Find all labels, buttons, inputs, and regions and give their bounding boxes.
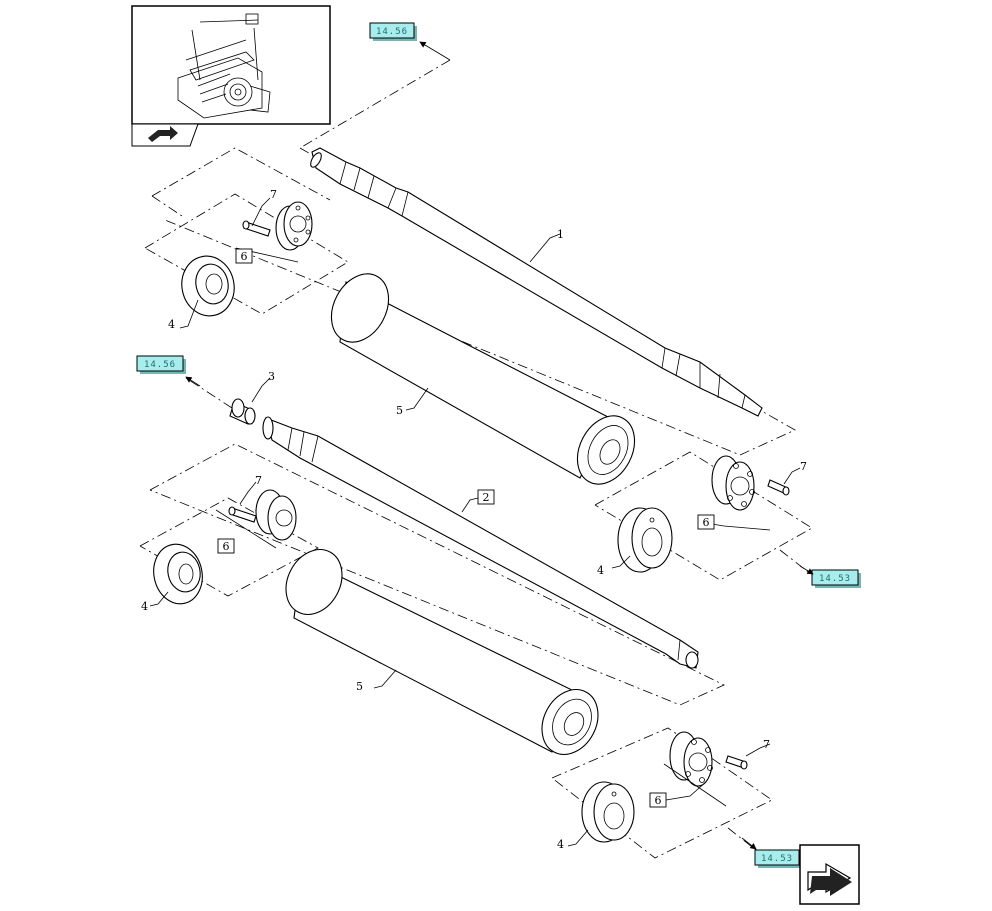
svg-text:5: 5 xyxy=(356,680,363,693)
callout-part-2[interactable]: 2 xyxy=(477,489,495,505)
locking-assembly-lower-left[interactable] xyxy=(255,489,297,541)
machine-overview-icon xyxy=(177,13,271,119)
flange-ring-right-mid[interactable] xyxy=(617,507,673,573)
flange-ring-lower-right[interactable] xyxy=(581,781,635,843)
svg-text:14.56: 14.56 xyxy=(144,360,176,370)
next-page-arrow-icon xyxy=(807,862,852,896)
ref-label-bottom-right[interactable]: 14.53 xyxy=(754,849,802,868)
ref-label-top[interactable]: 14.56 xyxy=(369,22,417,41)
callout-part-1[interactable]: 1 xyxy=(557,228,564,241)
svg-text:14.53: 14.53 xyxy=(761,854,793,864)
svg-text:7: 7 xyxy=(270,188,277,201)
shaft-lower[interactable] xyxy=(262,416,699,669)
ref-label-left[interactable]: 14.56 xyxy=(136,355,186,374)
callout-part-3[interactable]: 3 xyxy=(268,370,275,383)
callout-part-5-upper[interactable]: 5 xyxy=(396,404,403,417)
callout-part-6-upper-left[interactable]: 6 xyxy=(235,248,253,264)
callout-part-4-lower-left[interactable]: 4 xyxy=(141,600,148,613)
locking-assembly-upper-left[interactable] xyxy=(275,201,313,251)
svg-text:5: 5 xyxy=(396,404,403,417)
svg-text:3: 3 xyxy=(268,370,275,383)
svg-text:6: 6 xyxy=(241,250,248,263)
svg-text:4: 4 xyxy=(597,564,604,577)
callout-part-7-upper-left[interactable]: 7 xyxy=(270,188,277,201)
svg-text:4: 4 xyxy=(168,318,175,331)
svg-text:2: 2 xyxy=(483,491,490,504)
svg-text:6: 6 xyxy=(655,794,662,807)
shaft-upper[interactable] xyxy=(309,147,763,417)
callout-leaders xyxy=(149,197,801,847)
previous-page-arrow-icon[interactable] xyxy=(148,126,178,142)
svg-text:14.53: 14.53 xyxy=(819,574,851,584)
roller-sleeve-upper[interactable] xyxy=(320,264,646,494)
callout-part-4-upper-left[interactable]: 4 xyxy=(168,318,175,331)
callout-part-5-lower[interactable]: 5 xyxy=(356,680,363,693)
callout-part-7-right-mid[interactable]: 7 xyxy=(800,460,807,473)
callout-part-7-lower-left[interactable]: 7 xyxy=(255,474,262,487)
screw-lower-left[interactable] xyxy=(228,506,257,523)
callout-part-4-right-mid[interactable]: 4 xyxy=(597,564,604,577)
svg-text:4: 4 xyxy=(141,600,148,613)
svg-text:1: 1 xyxy=(557,228,564,241)
screw-right-mid[interactable] xyxy=(767,479,790,496)
flange-ring-lower-left[interactable] xyxy=(148,540,207,609)
svg-text:6: 6 xyxy=(703,516,710,529)
bushing[interactable] xyxy=(229,398,256,425)
next-page-button[interactable] xyxy=(799,844,860,905)
dashed-boundaries xyxy=(139,41,814,859)
flange-ring-upper-left[interactable] xyxy=(176,251,239,321)
svg-text:6: 6 xyxy=(223,540,230,553)
callout-part-6-lower-left[interactable]: 6 xyxy=(217,538,235,554)
ref-label-right-mid[interactable]: 14.53 xyxy=(811,569,861,588)
svg-text:4: 4 xyxy=(557,838,564,851)
callout-part-7-lower-right[interactable]: 7 xyxy=(763,738,770,751)
svg-text:7: 7 xyxy=(763,738,770,751)
svg-text:7: 7 xyxy=(800,460,807,473)
callout-part-6-right-mid[interactable]: 6 xyxy=(697,514,715,530)
screw-upper-left[interactable] xyxy=(242,220,271,237)
locking-assembly-lower-right[interactable] xyxy=(669,731,713,787)
locking-assembly-right-mid[interactable] xyxy=(711,455,755,511)
callout-part-6-lower-right[interactable]: 6 xyxy=(649,792,667,808)
svg-text:7: 7 xyxy=(255,474,262,487)
roller-sleeve-lower[interactable] xyxy=(275,540,609,764)
screw-lower-right[interactable] xyxy=(725,755,748,770)
svg-text:14.56: 14.56 xyxy=(376,27,408,37)
callout-part-4-lower-right[interactable]: 4 xyxy=(557,838,564,851)
overview-thumbnail[interactable] xyxy=(131,5,331,147)
